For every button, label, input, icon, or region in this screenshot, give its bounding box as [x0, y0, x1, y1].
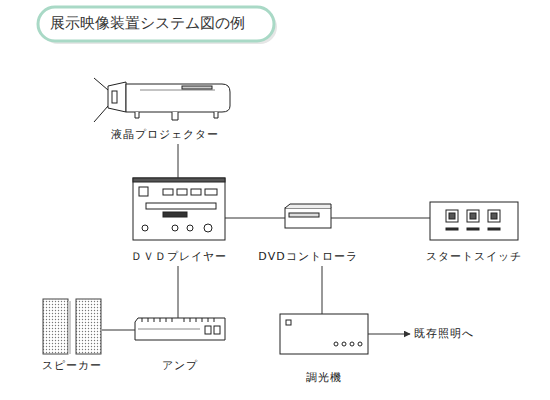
signal-wire [102, 330, 135, 331]
device-node: スピーカー [42, 298, 102, 375]
device-node: DVDコントローラ [285, 204, 331, 266]
device-label: 調光機 [306, 371, 342, 385]
title-pill [38, 7, 277, 44]
speaker-illustration [43, 299, 101, 354]
device-node: アンプ [135, 318, 225, 375]
device-node: 調光機 [280, 314, 368, 387]
device-label: DVDコントローラ [258, 250, 357, 264]
device-label: スピーカー [42, 359, 102, 373]
device-label: スタートスイッチ [426, 250, 522, 264]
device-node: 液晶プロジェクター [95, 76, 235, 144]
destination-label: 既存照明へ [414, 327, 474, 341]
signal-wire [225, 218, 285, 219]
device-label: アンプ [162, 359, 198, 373]
signal-wire [322, 266, 323, 314]
device-label: 液晶プロジェクター [111, 128, 219, 142]
signal-wire [178, 266, 179, 318]
start-switch-illustration [430, 202, 518, 240]
projector-illustration [94, 78, 230, 122]
dimmer-illustration [280, 314, 368, 354]
dvd-player-illustration [133, 178, 225, 240]
device-label: ＤＶＤプレイヤー [131, 250, 227, 264]
lighting-arrow [368, 334, 410, 335]
amplifier-illustration [135, 318, 225, 340]
diagram-title: 展示映像装置システム図の例 [50, 13, 245, 33]
signal-wire [178, 144, 179, 178]
signal-wire [331, 218, 430, 219]
dvd-controller-illustration [285, 204, 331, 228]
device-node: スタートスイッチ [430, 202, 518, 266]
device-node: ＤＶＤプレイヤー [133, 178, 225, 266]
